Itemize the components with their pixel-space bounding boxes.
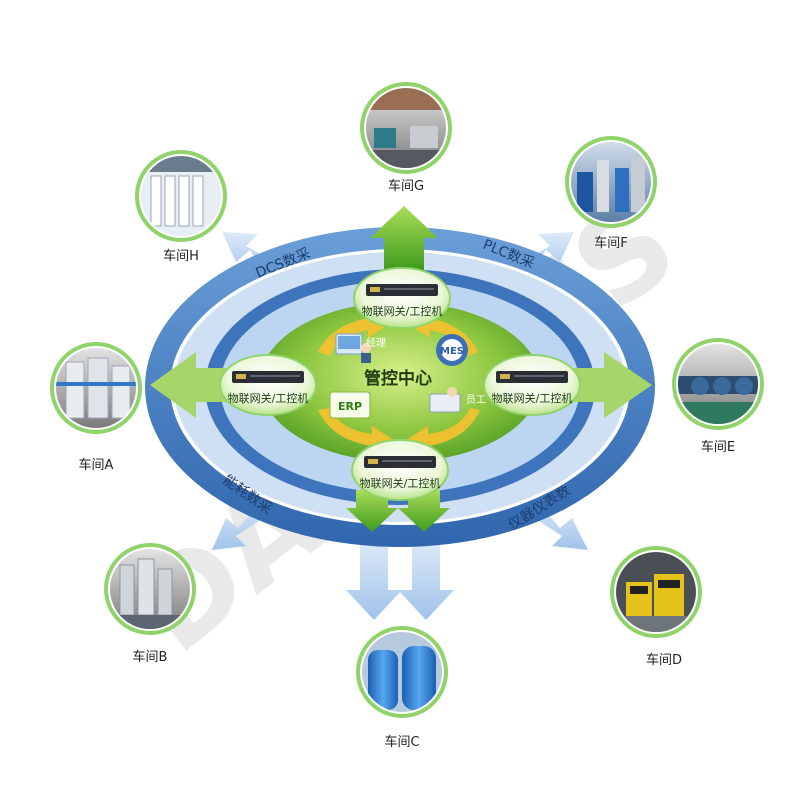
workshop-node-e bbox=[672, 338, 764, 430]
gateway-label-bottom: 物联网关/工控机 bbox=[360, 476, 441, 490]
workshop-label-e: 车间E bbox=[701, 439, 735, 455]
workshop-node-a bbox=[50, 342, 142, 434]
workshop-label-d: 车间D bbox=[646, 652, 682, 668]
gateway-node-top bbox=[353, 267, 451, 329]
gateway-label-left: 物联网关/工控机 bbox=[228, 391, 309, 405]
control-center-title: 管控中心 bbox=[364, 368, 432, 389]
green-arrows bbox=[150, 206, 652, 532]
staff-label: 员工 bbox=[466, 394, 486, 406]
workshop-label-c: 车间C bbox=[384, 734, 419, 750]
erp-label: ERP bbox=[338, 400, 362, 413]
mes-label: MES bbox=[440, 346, 464, 357]
staff-icon bbox=[429, 387, 461, 413]
workshop-node-d bbox=[610, 546, 702, 638]
gateway-node-right bbox=[483, 354, 581, 416]
gateway-label-top: 物联网关/工控机 bbox=[362, 304, 443, 318]
workshop-node-c bbox=[356, 626, 448, 718]
erp-icon bbox=[329, 391, 371, 419]
workshop-label-a: 车间A bbox=[79, 457, 114, 473]
gateway-label-right: 物联网关/工控机 bbox=[492, 391, 573, 405]
manager-label: 经理 bbox=[366, 336, 386, 349]
workshop-label-h: 车间H bbox=[163, 248, 199, 264]
gateway-node-left bbox=[219, 354, 317, 416]
workshop-label-b: 车间B bbox=[133, 649, 168, 665]
workshop-node-h bbox=[135, 150, 227, 242]
workshop-node-g bbox=[360, 82, 452, 174]
workshop-node-f bbox=[565, 136, 657, 228]
workshop-node-b bbox=[104, 543, 196, 635]
workshop-label-f: 车间F bbox=[594, 235, 627, 251]
workshop-label-g: 车间G bbox=[388, 178, 424, 194]
gateway-node-bottom bbox=[351, 439, 449, 501]
mes-icon bbox=[436, 334, 468, 366]
manager-icon bbox=[335, 333, 371, 363]
